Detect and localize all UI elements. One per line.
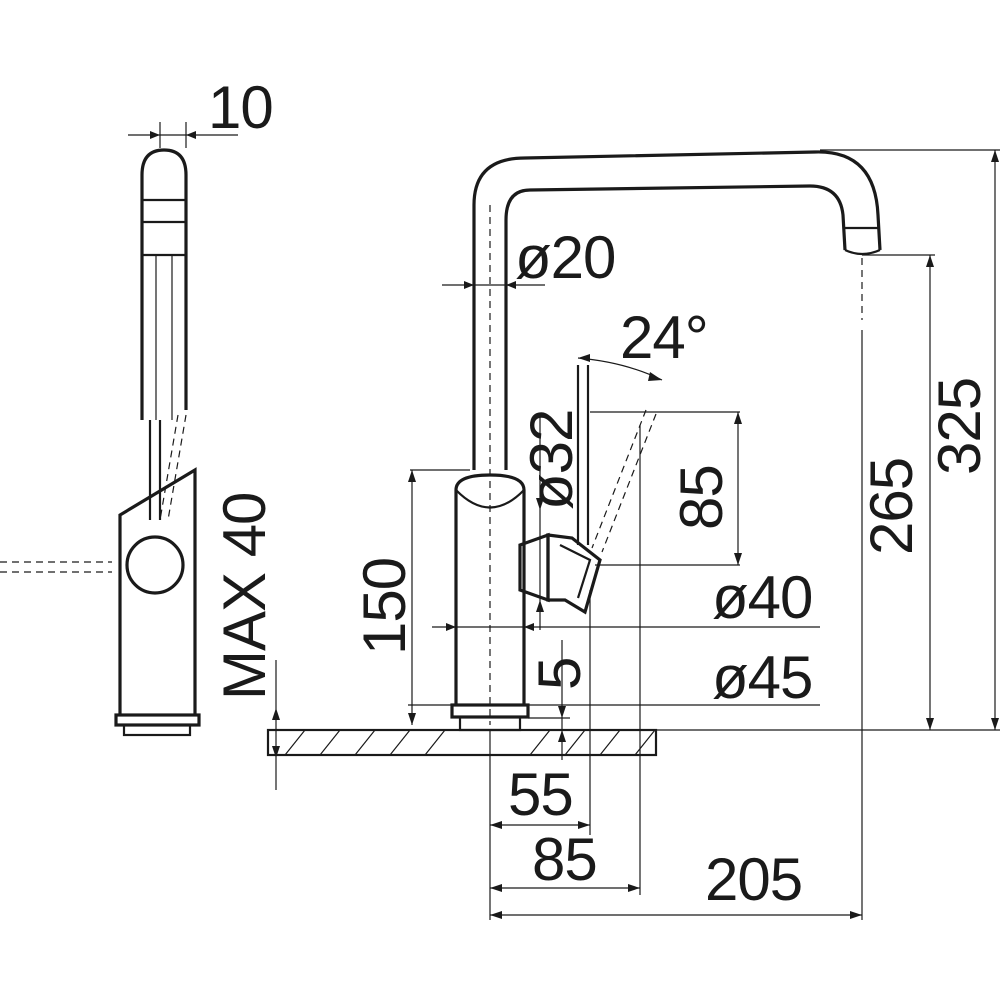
dim-spout-width: 10 xyxy=(208,74,273,141)
dim-body-diameter: ø32 xyxy=(518,410,585,510)
dim-lever-height: 85 xyxy=(668,465,735,530)
front-dimensions xyxy=(408,149,1000,920)
dim-body-height: 150 xyxy=(351,558,418,655)
dim-total-height: 325 xyxy=(926,378,993,475)
dim-lever-angle: 24° xyxy=(620,304,708,371)
dim-max-worktop: MAX 40 xyxy=(211,493,278,700)
max-worktop-dimension xyxy=(272,660,280,790)
front-view xyxy=(266,150,882,757)
dim-spout-diameter: ø20 xyxy=(515,224,615,291)
side-view xyxy=(0,122,238,737)
dim-base-diameter-small: ø40 xyxy=(712,564,812,631)
dim-base-offset: 55 xyxy=(508,761,573,828)
dim-lever-reach: 85 xyxy=(532,826,597,893)
dim-base-thickness: 5 xyxy=(526,658,593,690)
dim-spout-reach: 205 xyxy=(705,846,802,913)
dim-spout-clearance: 265 xyxy=(858,458,925,555)
dim-base-diameter-large: ø45 xyxy=(712,644,812,711)
